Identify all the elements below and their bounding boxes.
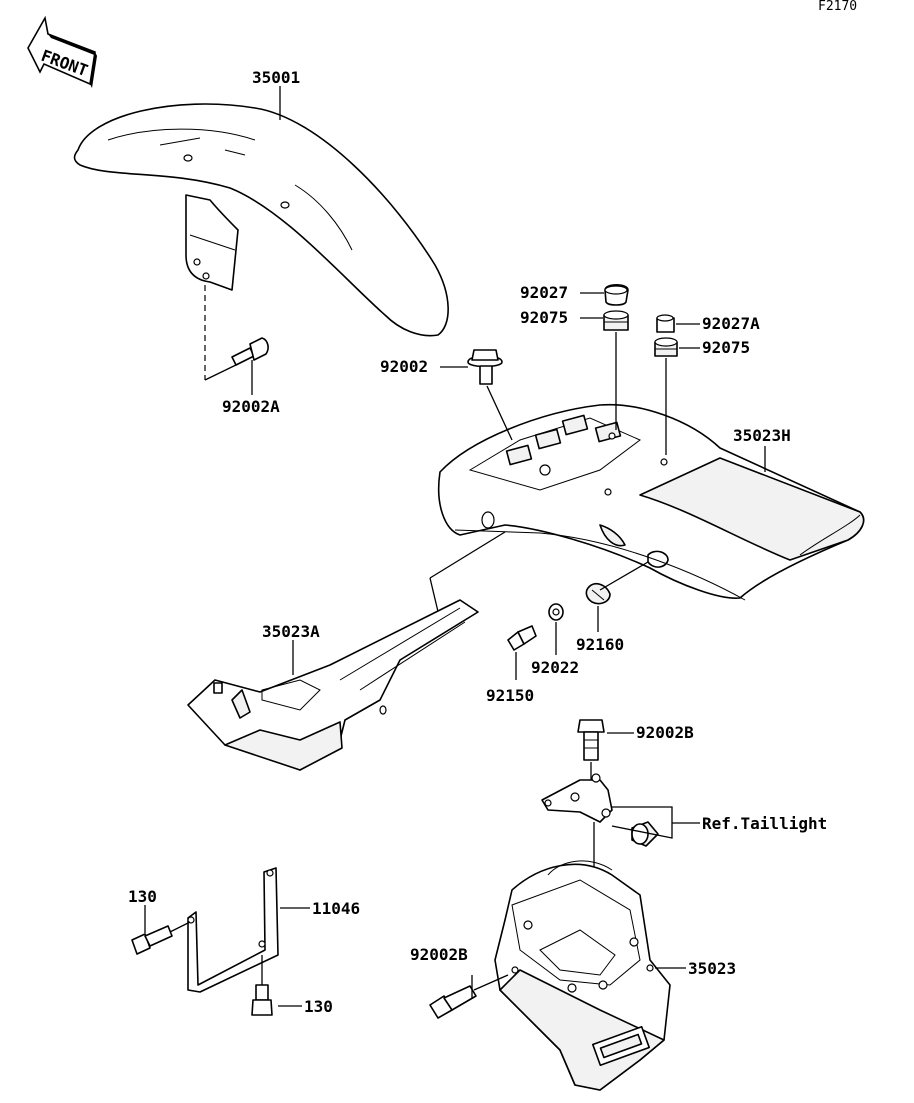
grommet-92160-icon: [585, 561, 649, 632]
taillight-nut-icon: [631, 821, 659, 847]
license-bracket-11046-illustration: [187, 867, 279, 993]
label-92075-left: 92075: [520, 308, 568, 327]
spacer-92075-right-icon: [654, 337, 678, 455]
label-92160: 92160: [576, 635, 624, 654]
label-130-lower: 130: [304, 997, 333, 1016]
diagram-code: F2170: [818, 0, 857, 14]
rear-flap-35023-illustration: [494, 860, 671, 1091]
rear-fender-illustration: [437, 403, 865, 601]
label-35001: 35001: [252, 68, 300, 87]
bolt-92002a-icon: [204, 285, 269, 395]
label-ref-taillight: Ref.Taillight: [702, 814, 827, 833]
front-fender-illustration: [73, 103, 449, 337]
label-92002b-upper: 92002B: [636, 723, 694, 742]
inner-fender-35023a-illustration: [187, 531, 506, 771]
label-92027: 92027: [520, 283, 568, 302]
bolt-92002-icon: [467, 349, 513, 441]
label-35023a: 35023A: [262, 622, 320, 641]
taillight-bracket-illustration: [541, 773, 613, 880]
label-35023: 35023: [688, 959, 736, 978]
label-92075-right: 92075: [702, 338, 750, 357]
label-92027a: 92027A: [702, 314, 760, 333]
label-35023h: 35023H: [733, 426, 791, 445]
collar-92150-icon: [507, 625, 537, 680]
label-92002a: 92002A: [222, 397, 280, 416]
bolt-130-left-icon: [131, 905, 191, 955]
label-92002: 92002: [380, 357, 428, 376]
bolt-130-right-icon: [251, 955, 273, 1016]
front-arrow-icon: FRONT: [27, 15, 97, 88]
bolt-92002b-upper-icon: [577, 719, 605, 780]
label-92002b-lower: 92002B: [410, 945, 468, 964]
collar-92027a-icon: [656, 314, 675, 333]
leader-lines: [278, 86, 766, 1007]
washer-92022-icon: [548, 603, 564, 655]
bolt-92002b-lower-icon: [429, 974, 509, 1019]
label-11046: 11046: [312, 899, 360, 918]
label-92150: 92150: [486, 686, 534, 705]
label-92022: 92022: [531, 658, 579, 677]
grommet-92027-icon: [604, 283, 629, 306]
label-130-upper: 130: [128, 887, 157, 906]
spacer-92075-left-icon: [603, 310, 629, 430]
